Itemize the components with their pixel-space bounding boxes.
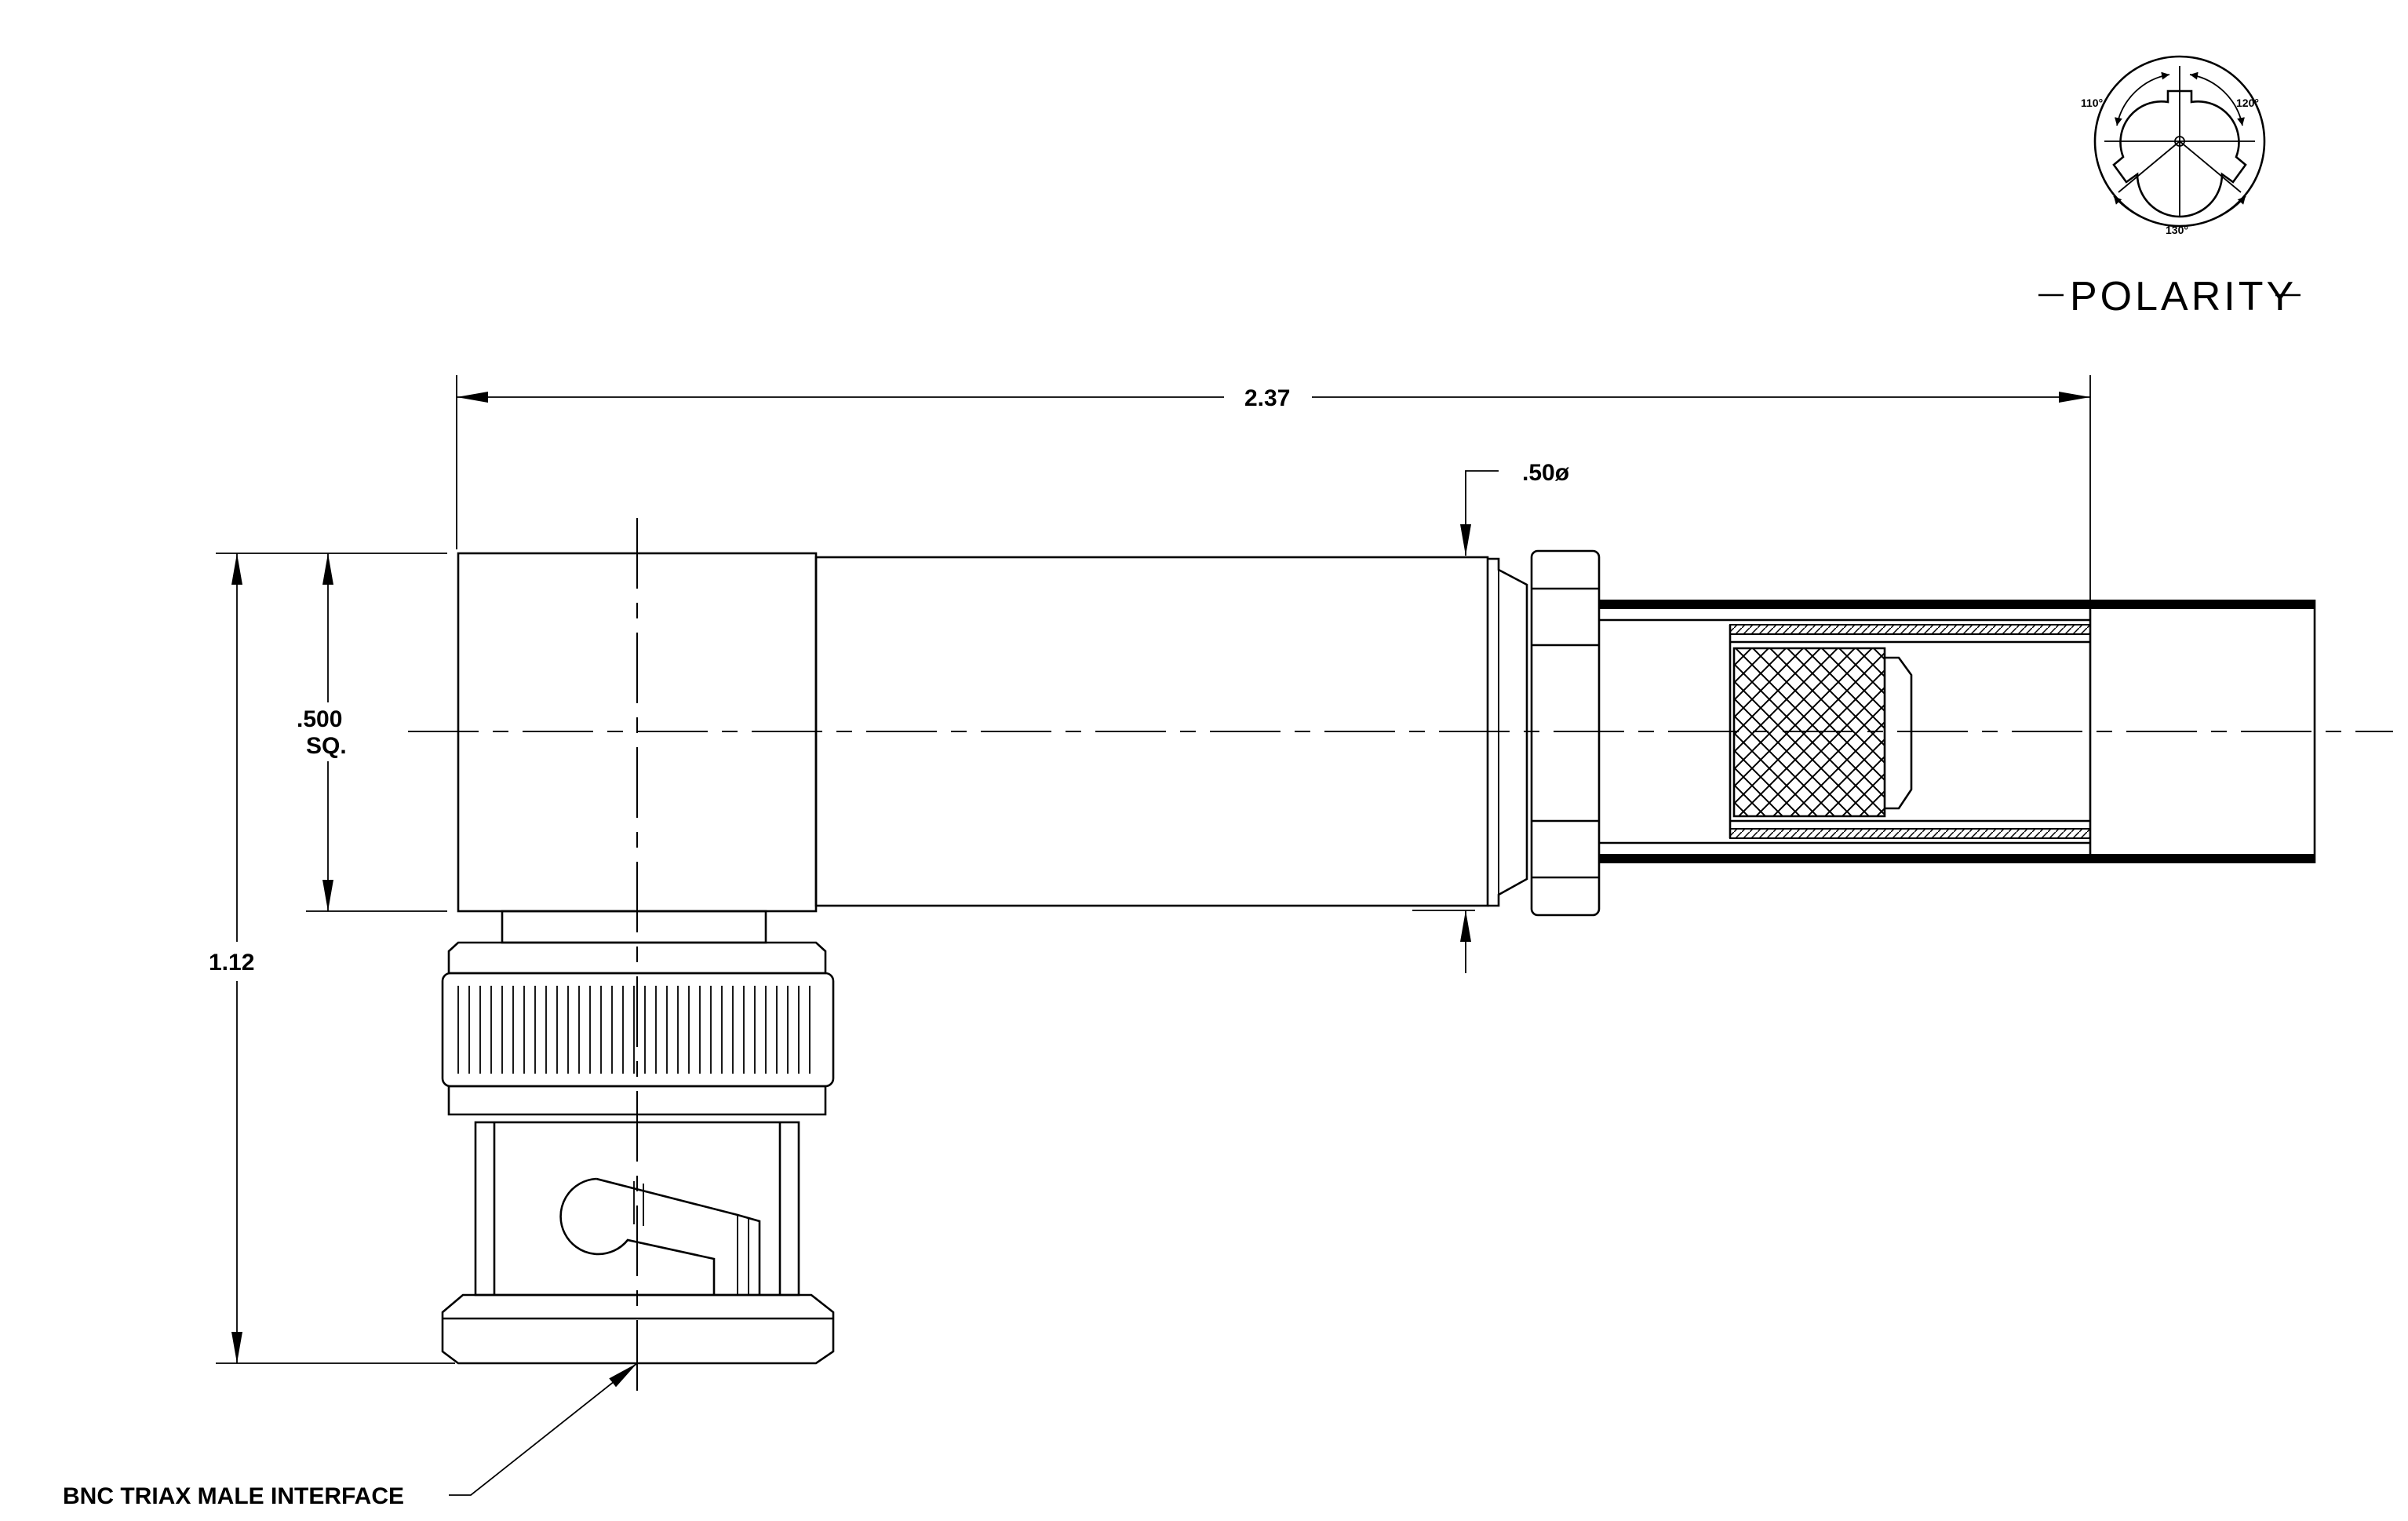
cable-jacket [1599, 600, 2316, 863]
overall-height-dimension: 1.12 [209, 553, 455, 1364]
hex-crimp-nut [1530, 549, 1601, 917]
overall-length-value: 2.37 [1244, 385, 1290, 411]
bayonet-slot [559, 1177, 761, 1295]
polarity-angle-bottom: 130° [2166, 224, 2188, 236]
overall-length-dimension: 2.37 [456, 375, 2091, 620]
polarity-angle-right: 120° [2236, 97, 2259, 109]
bnc-interface [441, 910, 835, 1365]
interface-callout: BNC TRIAX MALE INTERFACE [63, 1362, 638, 1509]
square-size-dimension: .500 SQ. [297, 553, 447, 912]
square-size-value: .500 [297, 706, 342, 732]
knurl-lines [457, 986, 811, 1074]
body-diameter-dimension: .50ø [1412, 460, 1570, 973]
body-diameter-value: .50ø [1522, 460, 1570, 486]
connector-body [457, 549, 2316, 917]
overall-height-value: 1.12 [209, 950, 254, 976]
interface-callout-label: BNC TRIAX MALE INTERFACE [63, 1483, 404, 1509]
outer-braid-bottom [1729, 828, 2091, 839]
polarity-title: POLARITY [2070, 274, 2297, 319]
polarity-symbol: 110° 120° 130° POLARITY [2038, 55, 2301, 319]
outer-braid-top [1729, 624, 2091, 635]
square-size-unit: SQ. [306, 733, 347, 759]
polarity-angle-left: 110° [2081, 97, 2103, 109]
